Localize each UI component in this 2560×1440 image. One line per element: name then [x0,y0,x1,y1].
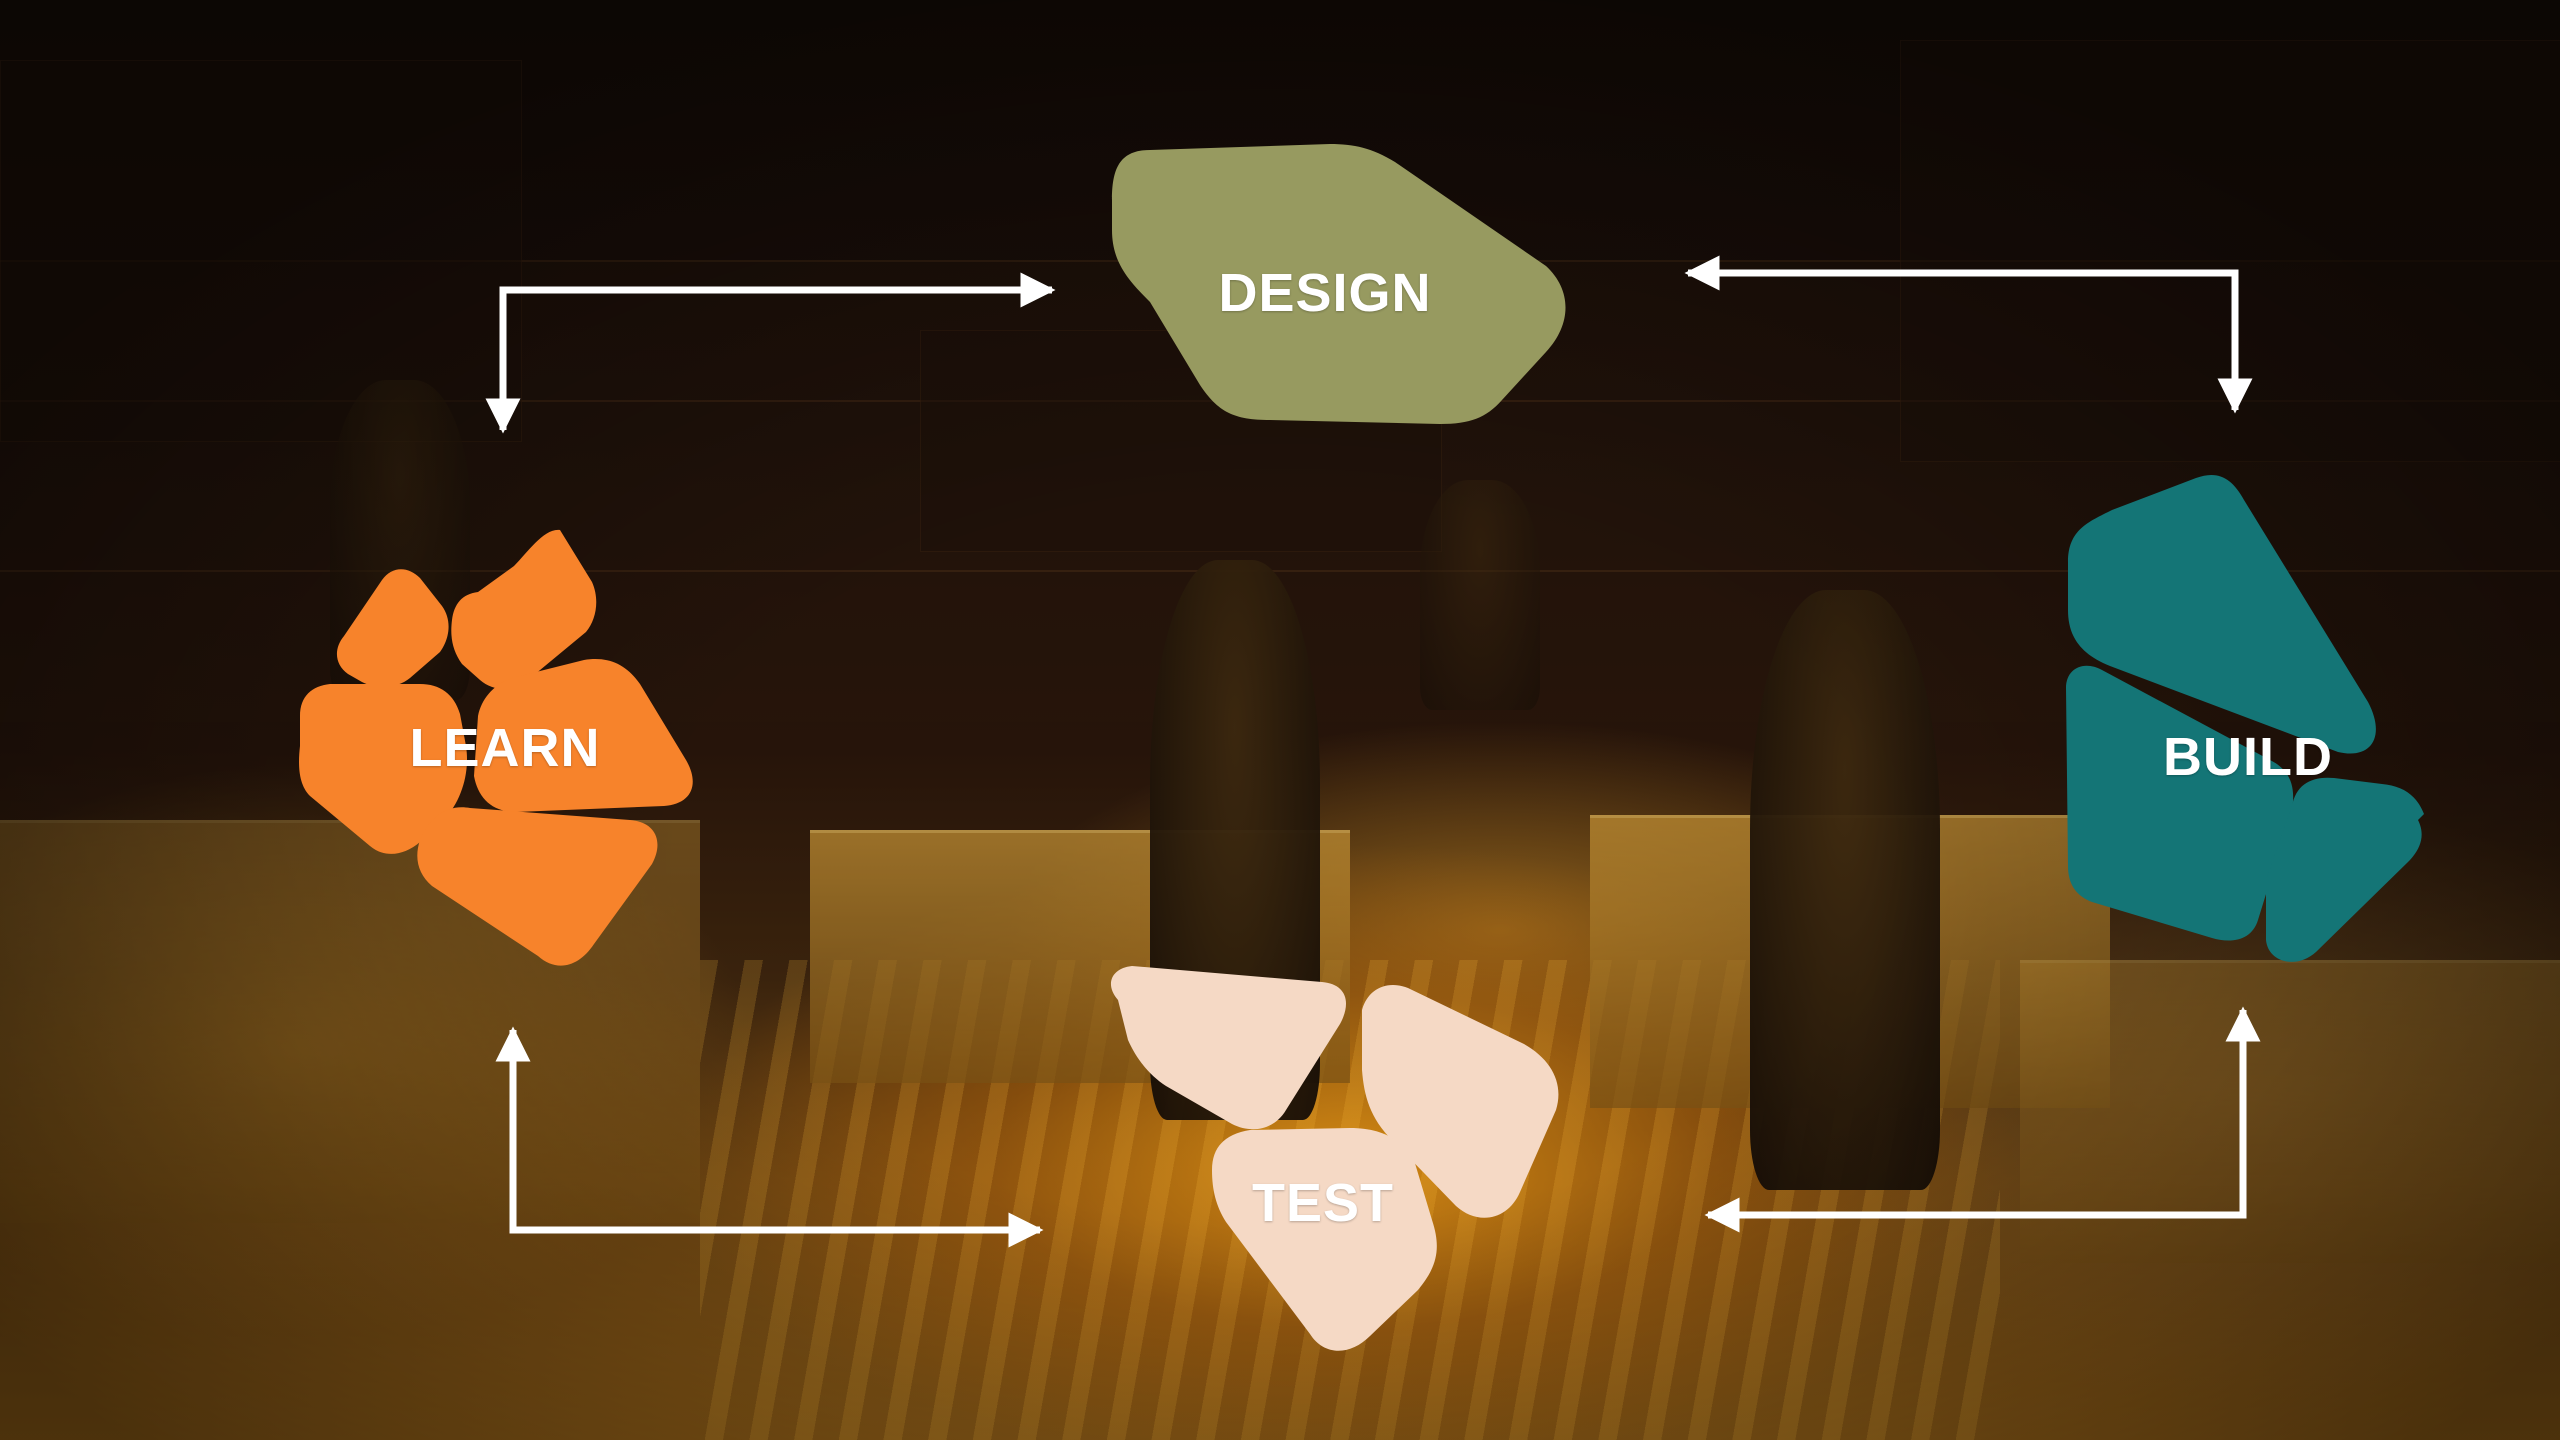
learn-node [299,529,693,966]
learn-shape [451,529,597,689]
design-shape [1112,144,1566,424]
learn-label: LEARN [409,718,601,778]
test-shape [1212,1128,1437,1351]
learn-shape [474,659,693,812]
build-label: BUILD [2163,727,2333,787]
learn-shape [336,569,449,687]
learn-shape [299,684,468,854]
build-shape [2266,777,2424,962]
design-node [1112,144,1566,424]
build-node [2066,474,2424,962]
background-block [0,60,522,442]
arrow-build-test [1704,1006,2261,1233]
design-label: DESIGN [1218,263,1432,323]
learn-shape [417,807,658,966]
test-label: TEST [1251,1173,1395,1233]
arrow-design-build [1684,255,2253,414]
test-node [1110,966,1559,1351]
arrow-learn-design [485,272,1056,434]
arrow-test-learn [495,1026,1044,1248]
connectors [485,255,2261,1248]
background-person [1420,480,1540,710]
build-shape [2066,665,2294,941]
test-shape [1110,966,1346,1130]
build-shape [2068,474,2376,754]
